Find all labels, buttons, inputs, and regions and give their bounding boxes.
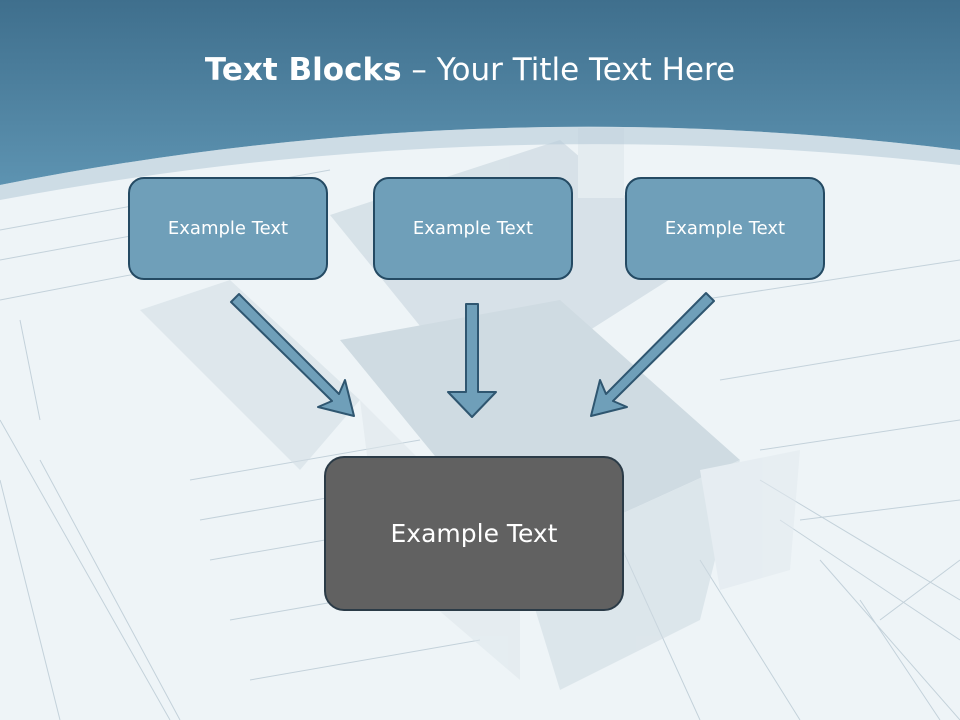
text-block-center[interactable]: Example Text: [373, 177, 573, 280]
slide-title: Text Blocks – Your Title Text Here: [0, 52, 940, 88]
text-block-main[interactable]: Example Text: [324, 456, 624, 611]
arrow-right: [590, 292, 715, 417]
title-rest: – Your Title Text Here: [401, 52, 736, 88]
text-block-right[interactable]: Example Text: [625, 177, 825, 280]
text-block-left[interactable]: Example Text: [128, 177, 328, 280]
arrow-center: [447, 303, 497, 418]
title-bold: Text Blocks: [204, 52, 402, 88]
arrow-left: [230, 293, 355, 417]
